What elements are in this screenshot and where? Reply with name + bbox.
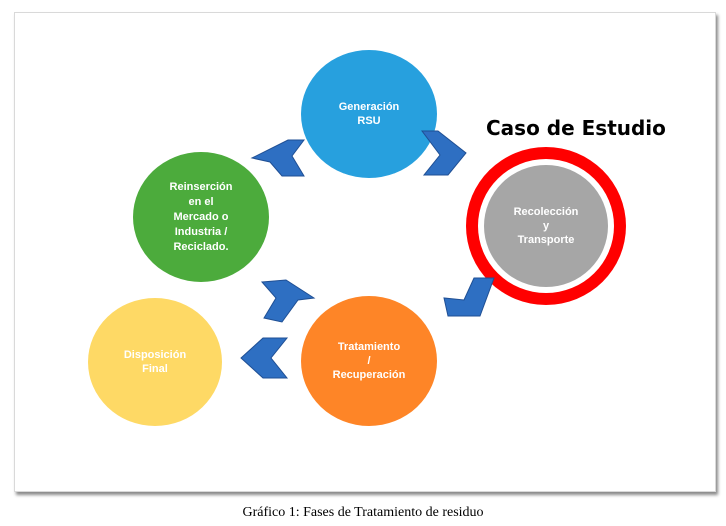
chevron-arrow-icon: [250, 139, 305, 177]
node-disposicion-label: Disposición Final: [123, 349, 187, 375]
node-tratamiento-label: Tratamiento / Recuperación: [332, 341, 406, 381]
figure-caption: Gráfico 1: Fases de Tratamiento de resid…: [242, 505, 484, 520]
chevron-arrow-icon: [260, 279, 316, 323]
node-disposicion-final: Disposición Final: [88, 298, 222, 426]
chevron-arrow-icon: [421, 130, 467, 176]
case-study-title: Caso de Estudio: [486, 116, 666, 140]
node-generacion-label: Generación RSU: [338, 101, 400, 127]
node-reinsercion-label: Reinserción en el Mercado o Industria / …: [169, 180, 233, 253]
chevron-arrow-icon: [240, 337, 289, 379]
node-recoleccion-label: Recolección y Transporte: [513, 206, 579, 246]
ring-gap: Recolección y Transporte: [478, 159, 614, 293]
node-tratamiento-recuperacion: Tratamiento / Recuperación: [301, 296, 437, 426]
chevron-arrow-icon: [443, 277, 495, 317]
node-generacion-rsu: Generación RSU: [301, 50, 437, 178]
node-recoleccion-transporte: Recolección y Transporte: [484, 165, 608, 287]
node-reinsercion-mercado: Reinserción en el Mercado o Industria / …: [133, 152, 269, 282]
